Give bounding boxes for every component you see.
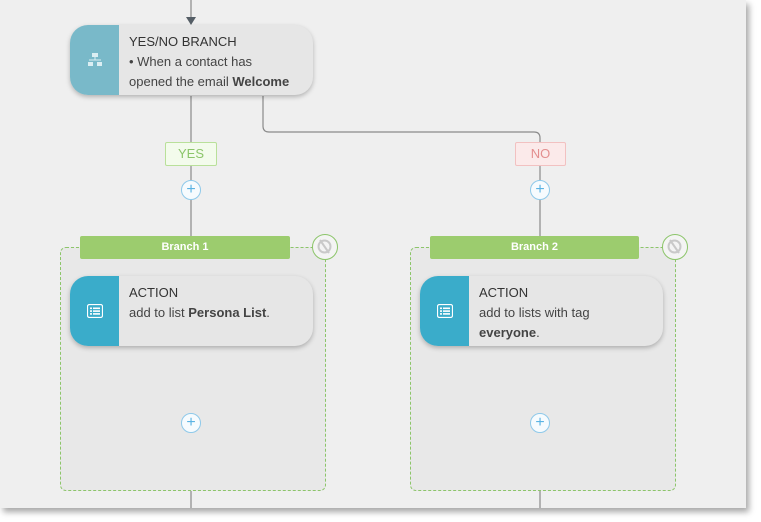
- branch-node-icon-column: [70, 25, 119, 95]
- action-node-1-suffix: .: [266, 305, 270, 320]
- action-node-1-text: ACTION add to list Persona List.: [129, 283, 305, 323]
- plus-icon: +: [535, 414, 545, 431]
- plus-icon: +: [186, 181, 196, 198]
- action-node-1-title: ACTION: [129, 285, 179, 300]
- yes-no-branch-node[interactable]: YES/NO BRANCH • When a contact has opene…: [70, 25, 313, 95]
- action-node-2[interactable]: ACTION add to lists with tag everyone.: [420, 276, 663, 346]
- action-node-1-description: add to list Persona List.: [129, 303, 305, 323]
- action-node-2-tag-line: everyone.: [479, 323, 655, 343]
- branch-2-toggle[interactable]: [662, 234, 688, 260]
- branch-node-email-line: opened the email Welcome: [129, 72, 305, 92]
- add-step-button-yes[interactable]: +: [181, 180, 201, 200]
- add-step-button-no[interactable]: +: [530, 180, 550, 200]
- action-node-2-suffix: .: [536, 325, 540, 340]
- action-node-2-description: add to lists with tag: [479, 305, 590, 320]
- branch-icon: [87, 53, 102, 66]
- toggle-off-icon: [317, 239, 332, 254]
- list-icon: [86, 304, 103, 318]
- branch-node-text: YES/NO BRANCH • When a contact has opene…: [129, 32, 305, 92]
- add-step-button-branch-2[interactable]: +: [530, 413, 550, 433]
- action-node-2-text: ACTION add to lists with tag everyone.: [479, 283, 655, 343]
- plus-icon: +: [186, 414, 196, 431]
- branch-node-email-name: Welcome: [232, 74, 290, 89]
- branch-1-toggle[interactable]: [312, 234, 338, 260]
- yes-label: YES: [165, 142, 217, 166]
- action-node-1-desc-text: add to list: [129, 305, 189, 320]
- action-node-icon-column: [70, 276, 119, 346]
- branch-node-condition: • When a contact has: [129, 54, 253, 69]
- add-step-button-branch-1[interactable]: +: [181, 413, 201, 433]
- branch-node-title: YES/NO BRANCH: [129, 34, 237, 49]
- workflow-canvas[interactable]: YES/NO BRANCH • When a contact has opene…: [0, 0, 746, 508]
- branch-2-tab[interactable]: Branch 2: [430, 236, 639, 259]
- no-label: NO: [515, 142, 566, 166]
- toggle-off-icon: [667, 239, 682, 254]
- action-node-1-list-name: Persona List: [188, 305, 267, 320]
- branch-node-email-prefix: opened the email: [129, 74, 233, 89]
- plus-icon: +: [535, 181, 545, 198]
- action-node-2-title: ACTION: [479, 285, 529, 300]
- action-node-icon-column: [420, 276, 469, 346]
- action-node-2-tag-name: everyone: [479, 325, 537, 340]
- arrow-down-icon: [186, 17, 196, 25]
- action-node-1[interactable]: ACTION add to list Persona List.: [70, 276, 313, 346]
- branch-1-tab[interactable]: Branch 1: [80, 236, 290, 259]
- list-icon: [436, 304, 453, 318]
